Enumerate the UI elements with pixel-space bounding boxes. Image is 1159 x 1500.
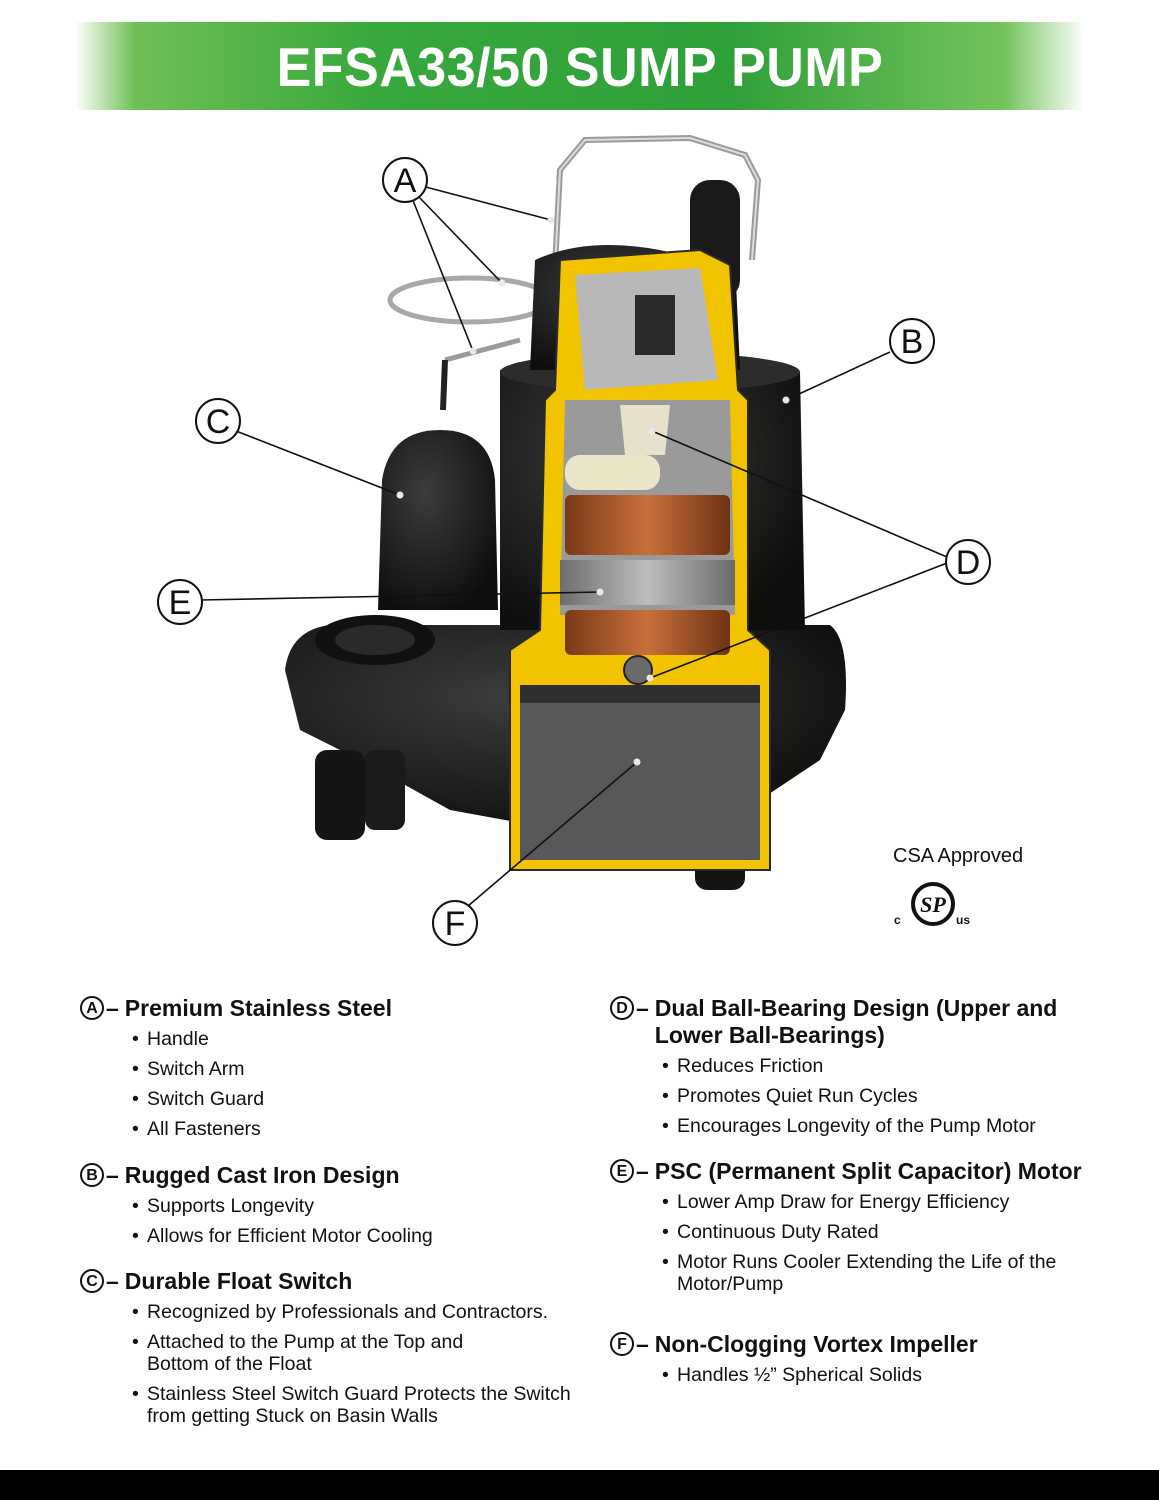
callout-e: E	[157, 579, 203, 625]
list-item: Handle	[132, 1028, 392, 1050]
svg-text:SP: SP	[920, 892, 946, 917]
csa-approved-label: CSA Approved	[893, 845, 1024, 867]
svg-text:C: C	[206, 403, 231, 441]
list-item: Encourages Longevity of the Pump Motor	[662, 1115, 1090, 1137]
feature-f-bullets: Handles ½” Spherical Solids	[610, 1364, 978, 1386]
callout-f: F	[432, 900, 478, 946]
title-banner: EFSA33/50 SUMP PUMP	[75, 22, 1085, 110]
svg-text:c: c	[894, 913, 901, 927]
float-switch	[378, 359, 498, 610]
svg-text:F: F	[445, 905, 466, 943]
feature-a: A– Premium Stainless Steel Handle Switch…	[80, 995, 392, 1148]
feature-c-bullets: Recognized by Professionals and Contract…	[80, 1301, 572, 1427]
feature-f-title: Non-Clogging Vortex Impeller	[654, 1331, 978, 1357]
bottom-black-bar	[0, 1470, 1159, 1500]
pump-cutaway-illustration: A B C D E F	[157, 134, 991, 946]
svg-text:B: B	[901, 323, 924, 361]
feature-d: D– Dual Ball-Bearing Design (Upper and L…	[610, 995, 1090, 1145]
feature-e-title: PSC (Permanent Split Capacitor) Motor	[654, 1158, 1082, 1184]
badge-d: D	[610, 996, 634, 1020]
feature-b-bullets: Supports Longevity Allows for Efficient …	[80, 1195, 433, 1247]
cutaway-section	[509, 248, 771, 871]
callout-c: C	[195, 398, 241, 444]
list-item: Continuous Duty Rated	[662, 1221, 1072, 1243]
svg-text:D: D	[956, 544, 981, 582]
callout-dots	[396, 216, 790, 766]
badge-c: C	[80, 1269, 104, 1293]
svg-text:E: E	[169, 584, 192, 622]
feature-e: E– PSC (Permanent Split Capacitor) Motor…	[610, 1158, 1110, 1303]
callout-a: A	[382, 157, 428, 203]
feature-a-title: Premium Stainless Steel	[124, 995, 392, 1021]
feature-f: F– Non-Clogging Vortex Impeller Handles …	[610, 1331, 978, 1394]
feature-b: B– Rugged Cast Iron Design Supports Long…	[80, 1162, 433, 1255]
list-item: Promotes Quiet Run Cycles	[662, 1085, 1090, 1107]
svg-text:us: us	[956, 913, 970, 927]
list-item: Stainless Steel Switch Guard Protects th…	[132, 1383, 572, 1427]
list-item: Allows for Efficient Motor Cooling	[132, 1225, 433, 1247]
feature-e-bullets: Lower Amp Draw for Energy Efficiency Con…	[610, 1191, 1072, 1295]
list-item: Switch Guard	[132, 1088, 392, 1110]
feature-b-title: Rugged Cast Iron Design	[124, 1162, 400, 1188]
list-item: Reduces Friction	[662, 1055, 1090, 1077]
feature-c: C– Durable Float Switch Recognized by Pr…	[80, 1268, 600, 1435]
callout-b: B	[889, 318, 935, 364]
list-item: Supports Longevity	[132, 1195, 433, 1217]
list-item: Recognized by Professionals and Contract…	[132, 1301, 572, 1323]
feature-c-title: Durable Float Switch	[124, 1268, 353, 1294]
feature-d-title-line2: Lower Ball-Bearings)	[654, 1022, 885, 1048]
feature-a-bullets: Handle Switch Arm Switch Guard All Faste…	[80, 1028, 392, 1140]
list-item: Handles ½” Spherical Solids	[662, 1364, 978, 1386]
svg-text:A: A	[394, 162, 417, 200]
list-item: Lower Amp Draw for Energy Efficiency	[662, 1191, 1072, 1213]
badge-a: A	[80, 996, 104, 1020]
callout-leaders	[200, 185, 948, 907]
list-item: All Fasteners	[132, 1118, 392, 1140]
list-item: Switch Arm	[132, 1058, 392, 1080]
feature-d-title: Dual Ball-Bearing Design (Upper and	[654, 995, 1058, 1021]
list-item: Motor Runs Cooler Extending the Life of …	[662, 1251, 1072, 1295]
callout-d: D	[945, 539, 991, 585]
badge-f: F	[610, 1332, 634, 1356]
list-item: Attached to the Pump at the Top and Bott…	[132, 1331, 527, 1375]
csa-certification-logo: SP c us	[894, 882, 970, 927]
page-title: EFSA33/50 SUMP PUMP	[276, 37, 884, 99]
feature-d-bullets: Reduces Friction Promotes Quiet Run Cycl…	[610, 1055, 1090, 1137]
badge-e: E	[610, 1159, 634, 1183]
badge-b: B	[80, 1163, 104, 1187]
